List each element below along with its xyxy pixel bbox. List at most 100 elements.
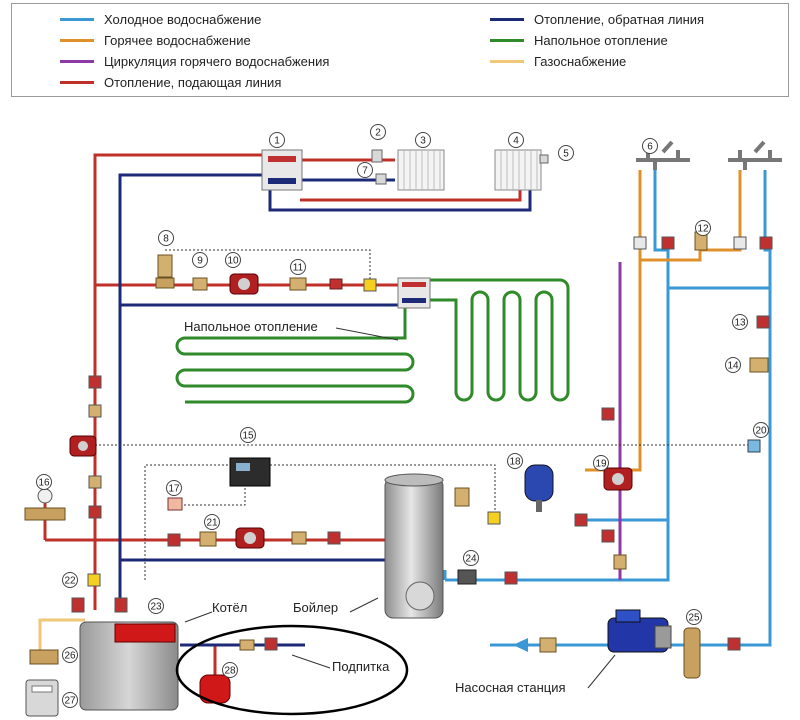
hot-water-circulation-pump bbox=[603, 467, 633, 491]
pump-station bbox=[607, 609, 672, 653]
legend-swatch bbox=[60, 38, 94, 42]
marker-number: 9 bbox=[197, 256, 203, 267]
tank-air-vent bbox=[454, 487, 470, 507]
radiator-return-valve bbox=[375, 173, 387, 185]
inlet-filter bbox=[539, 637, 557, 653]
marker-number: 26 bbox=[64, 651, 76, 662]
makeup-label: Подпитка bbox=[332, 659, 390, 674]
legend-item-heating-return: Отопление, обратная линия bbox=[490, 11, 704, 27]
heating-circulation-pump bbox=[69, 435, 97, 457]
marker-circle bbox=[62, 572, 78, 588]
cold-branch-mixer-2 bbox=[763, 170, 772, 288]
marker-number: 20 bbox=[755, 426, 767, 437]
marker-circle bbox=[62, 692, 78, 708]
gas-boiler bbox=[79, 621, 179, 711]
shutoff-valve bbox=[733, 236, 747, 250]
water-heater-label: Бойлер bbox=[293, 600, 338, 615]
legend-item-hot-water: Горячее водоснабжение bbox=[60, 32, 251, 48]
cold-main-line bbox=[490, 286, 772, 647]
marker-circle bbox=[158, 230, 174, 246]
marker-number: 16 bbox=[38, 478, 50, 489]
marker-circle bbox=[508, 132, 524, 148]
cold-riser-1 bbox=[445, 288, 670, 582]
water-heater-tank bbox=[384, 473, 444, 619]
heating-controller bbox=[229, 457, 271, 487]
riser-valves bbox=[88, 375, 102, 519]
makeup-fitting bbox=[239, 639, 255, 651]
supply-temperature-sensor bbox=[87, 573, 101, 587]
legend-label: Холодное водоснабжение bbox=[104, 11, 262, 27]
marker-number: 11 bbox=[293, 263, 304, 274]
tank-temperature-sensor bbox=[487, 511, 501, 525]
room-thermostat bbox=[167, 497, 183, 511]
marker-circle bbox=[642, 138, 658, 154]
riser-valve bbox=[88, 375, 102, 389]
marker-circle bbox=[593, 455, 609, 471]
marker-circle bbox=[62, 647, 78, 663]
shutoff-valves bbox=[633, 236, 773, 329]
riser-valve bbox=[88, 475, 102, 489]
marker-number: 22 bbox=[64, 576, 76, 587]
marker-number: 19 bbox=[595, 459, 607, 470]
makeup-valve bbox=[264, 637, 278, 651]
marker-number: 23 bbox=[150, 602, 162, 613]
floor-heating-label: Напольное отопление bbox=[184, 319, 318, 334]
legend: Холодное водоснабжение Горячее водоснабж… bbox=[11, 3, 789, 97]
marker-circle bbox=[370, 124, 386, 140]
main-filter bbox=[683, 627, 741, 679]
boiler-loop-valve bbox=[167, 533, 181, 547]
gas-pipes bbox=[38, 618, 85, 655]
radiator-2 bbox=[494, 149, 542, 191]
mixer-tap-1 bbox=[636, 140, 690, 170]
marker-number: 4 bbox=[513, 136, 519, 147]
pump-station-label: Насосная станция bbox=[455, 680, 566, 695]
marker-circle bbox=[732, 314, 748, 330]
marker-number: 12 bbox=[697, 224, 709, 235]
marker-circle bbox=[753, 422, 769, 438]
supply-valve bbox=[71, 597, 85, 613]
marker-circle bbox=[166, 480, 182, 496]
marker-number: 15 bbox=[242, 431, 254, 442]
floor-loop-right bbox=[430, 278, 570, 402]
marker-circle bbox=[240, 427, 256, 443]
legend-label: Газоснабжение bbox=[534, 53, 627, 69]
tank-valve bbox=[574, 513, 588, 527]
marker-circle bbox=[204, 514, 220, 530]
shutoff-valve bbox=[633, 236, 647, 250]
radiator-air-vent bbox=[539, 154, 549, 164]
marker-circle bbox=[269, 132, 285, 148]
water-tap bbox=[749, 357, 769, 373]
circulation-valve bbox=[601, 529, 615, 543]
return-to-radiators bbox=[268, 178, 532, 212]
callout-lines bbox=[184, 327, 616, 689]
radiator-thermostatic-valve bbox=[371, 149, 383, 163]
legend-label: Горячее водоснабжение bbox=[104, 32, 251, 48]
boiler-loop-filter bbox=[199, 531, 217, 547]
marker-circle bbox=[558, 145, 574, 161]
legend-swatch bbox=[60, 80, 94, 84]
marker-number: 10 bbox=[227, 256, 239, 267]
boiler-loop-fitting bbox=[291, 531, 307, 545]
marker-circle bbox=[415, 132, 431, 148]
return-main-riser bbox=[118, 173, 270, 610]
riser-valve bbox=[88, 505, 102, 519]
boiler-unit-label: Котёл bbox=[212, 600, 247, 615]
wire-controller-to-boiler bbox=[144, 464, 496, 580]
floor-loop-left bbox=[175, 305, 415, 404]
floor-shutoff-valve bbox=[329, 278, 343, 290]
shutoff-valve bbox=[661, 236, 675, 250]
marker-number: 6 bbox=[647, 142, 653, 153]
legend-item-circulation: Циркуляция горячего водоснабжения bbox=[60, 53, 329, 69]
legend-item-gas: Газоснабжение bbox=[490, 53, 626, 69]
marker-number: 21 bbox=[206, 518, 218, 529]
marker-number: 28 bbox=[224, 666, 236, 677]
shutoff-valve bbox=[759, 236, 773, 250]
marker-circle bbox=[36, 474, 52, 490]
marker-number: 14 bbox=[727, 361, 739, 372]
floor-heating-manifold bbox=[397, 277, 431, 309]
cold-branch-mixer-1 bbox=[653, 170, 670, 288]
marker-number: 24 bbox=[465, 554, 477, 565]
legend-item-cold-water: Холодное водоснабжение bbox=[60, 11, 261, 27]
supply-main-riser bbox=[93, 153, 270, 610]
legend-swatch bbox=[490, 59, 524, 63]
